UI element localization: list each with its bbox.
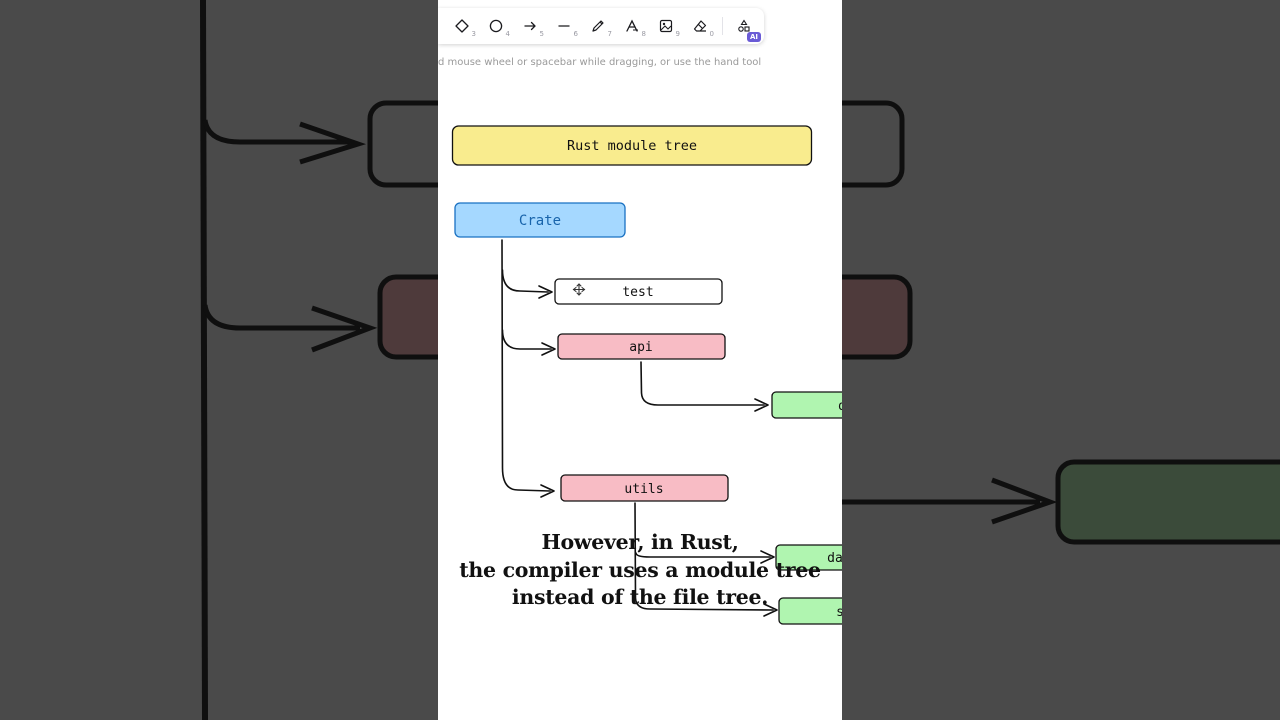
connector-api-child: [640, 361, 765, 406]
canvas-hint-text: d mouse wheel or spacebar while dragging…: [438, 57, 762, 68]
arrowhead-test: [538, 285, 553, 299]
shortcut-label: 0: [709, 30, 714, 38]
arrowhead-utils-child-2: [763, 603, 778, 617]
arrow-icon: [524, 21, 536, 31]
node-utils-label: utils: [624, 482, 663, 497]
title-box: [451, 125, 813, 166]
arrowhead-api: [541, 342, 556, 356]
shortcut-label: 8: [641, 30, 646, 38]
node-api: [557, 333, 726, 360]
node-test: [554, 278, 723, 305]
diagram-title: Rust module tree: [567, 138, 697, 154]
caption-line-2: the compiler uses a module tree: [459, 557, 821, 582]
ai-badge: AI: [746, 32, 761, 42]
shortcut-label: 6: [573, 30, 578, 38]
pencil-tool-button[interactable]: 7: [583, 14, 613, 38]
canvas-panel[interactable]: 3 4 5 6 7 8 9 0: [438, 0, 842, 720]
video-caption: However, in Rust, the compiler uses a mo…: [438, 529, 842, 612]
shapes-ai-icon: [738, 19, 750, 32]
node-api-child: [771, 391, 842, 419]
node-utils-child-1-label: da: [827, 551, 842, 566]
toolbar-divider: [722, 17, 723, 35]
arrow-tool-button[interactable]: 5: [515, 14, 545, 38]
node-utils: [560, 474, 729, 502]
shortcut-label: 4: [505, 30, 510, 38]
diamond-tool-button[interactable]: 3: [447, 14, 477, 38]
line-icon: [558, 25, 570, 27]
arrowhead-utils-child-1: [760, 550, 775, 564]
text-icon: [626, 19, 638, 32]
ellipse-tool-button[interactable]: 4: [481, 14, 511, 38]
arrowhead-api-child: [754, 398, 769, 412]
image-icon: [659, 19, 673, 33]
eraser-icon: [693, 20, 707, 32]
connector-crate-api: [501, 329, 552, 350]
shortcut-label: 3: [471, 30, 476, 38]
node-utils-child-2: [778, 597, 842, 625]
node-utils-child-1: [775, 544, 842, 571]
caption-line-1: However, in Rust,: [541, 530, 739, 554]
move-cursor-icon: [572, 283, 586, 296]
arrowhead-utils: [540, 484, 555, 498]
more-shapes-ai-button[interactable]: AI: [729, 14, 761, 42]
node-test-label: test: [622, 285, 653, 300]
node-utils-child-2-label: s: [836, 605, 842, 620]
node-crate: [454, 202, 626, 238]
caption-line-3: instead of the file tree.: [511, 585, 769, 609]
connector-crate-test: [501, 269, 549, 293]
diamond-icon: [455, 19, 469, 33]
text-tool-button[interactable]: 8: [617, 14, 647, 38]
shortcut-label: 5: [539, 30, 544, 38]
shortcut-label: 7: [607, 30, 612, 38]
connector-crate-trunk: [501, 239, 551, 492]
pencil-icon: [592, 20, 604, 32]
image-tool-button[interactable]: 9: [651, 14, 681, 38]
eraser-tool-button[interactable]: 0: [685, 14, 715, 38]
node-api-child-label: d: [838, 399, 842, 414]
ellipse-icon: [489, 19, 503, 33]
drawing-toolbar: 3 4 5 6 7 8 9 0: [438, 8, 764, 44]
node-crate-label: Crate: [519, 213, 561, 229]
shortcut-label: 9: [675, 30, 680, 38]
module-tree-diagram: Rust module tree Crate test api d utils …: [451, 125, 842, 625]
connector-utils-child-1: [635, 552, 771, 558]
connector-utils-trunk: [634, 502, 774, 611]
node-api-label: api: [629, 340, 652, 355]
line-tool-button[interactable]: 6: [549, 14, 579, 38]
